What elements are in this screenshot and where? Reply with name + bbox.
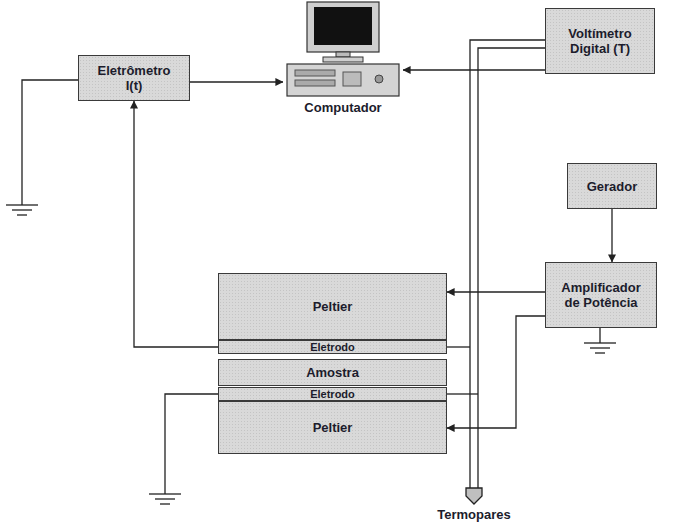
ground-symbol [149,494,181,504]
ground-symbol [584,343,616,353]
instrument-box: Eletrômetro I(t) [78,55,190,101]
node-label: Peltier [313,420,353,435]
signal-connector [447,291,545,292]
node-label: Gerador [587,179,638,194]
generator-box: Gerador [567,163,657,209]
node-label: Amplificador de Potência [552,280,650,310]
sample-layer: Amostra [218,359,447,386]
computer-illustration [283,0,403,98]
signal-connector [134,101,218,347]
computer-icon: Computador [283,0,403,118]
ground-wire [22,80,78,205]
node-label: Eletrômetro I(t) [90,63,178,93]
peltier-block: Peltier [218,273,447,340]
signal-connector [403,69,545,70]
peltier-block: Peltier [218,401,447,454]
signal-connector [611,209,612,262]
ground-symbol [6,205,38,215]
node-label: Eletrodo [310,388,355,400]
node-label: Eletrodo [310,341,355,353]
ground-wire [599,328,600,343]
signal-connector [190,81,283,82]
node-label: Amostra [306,365,359,380]
electrode-plate: Eletrodo [218,387,447,401]
instrument-box: Voltímetro Digital (T) [545,8,655,74]
node-label: Voltímetro Digital (T) [560,26,640,56]
signal-connector [447,316,545,428]
node-label: Peltier [313,299,353,314]
amplifier-box: Amplificador de Potência [545,262,657,328]
electrode-plate: Eletrodo [218,340,447,354]
node-caption: Computador [283,100,403,115]
thermocouple-label: Termopares [437,507,510,522]
thermocouple-wires [447,40,545,504]
ground-wire [165,394,218,494]
